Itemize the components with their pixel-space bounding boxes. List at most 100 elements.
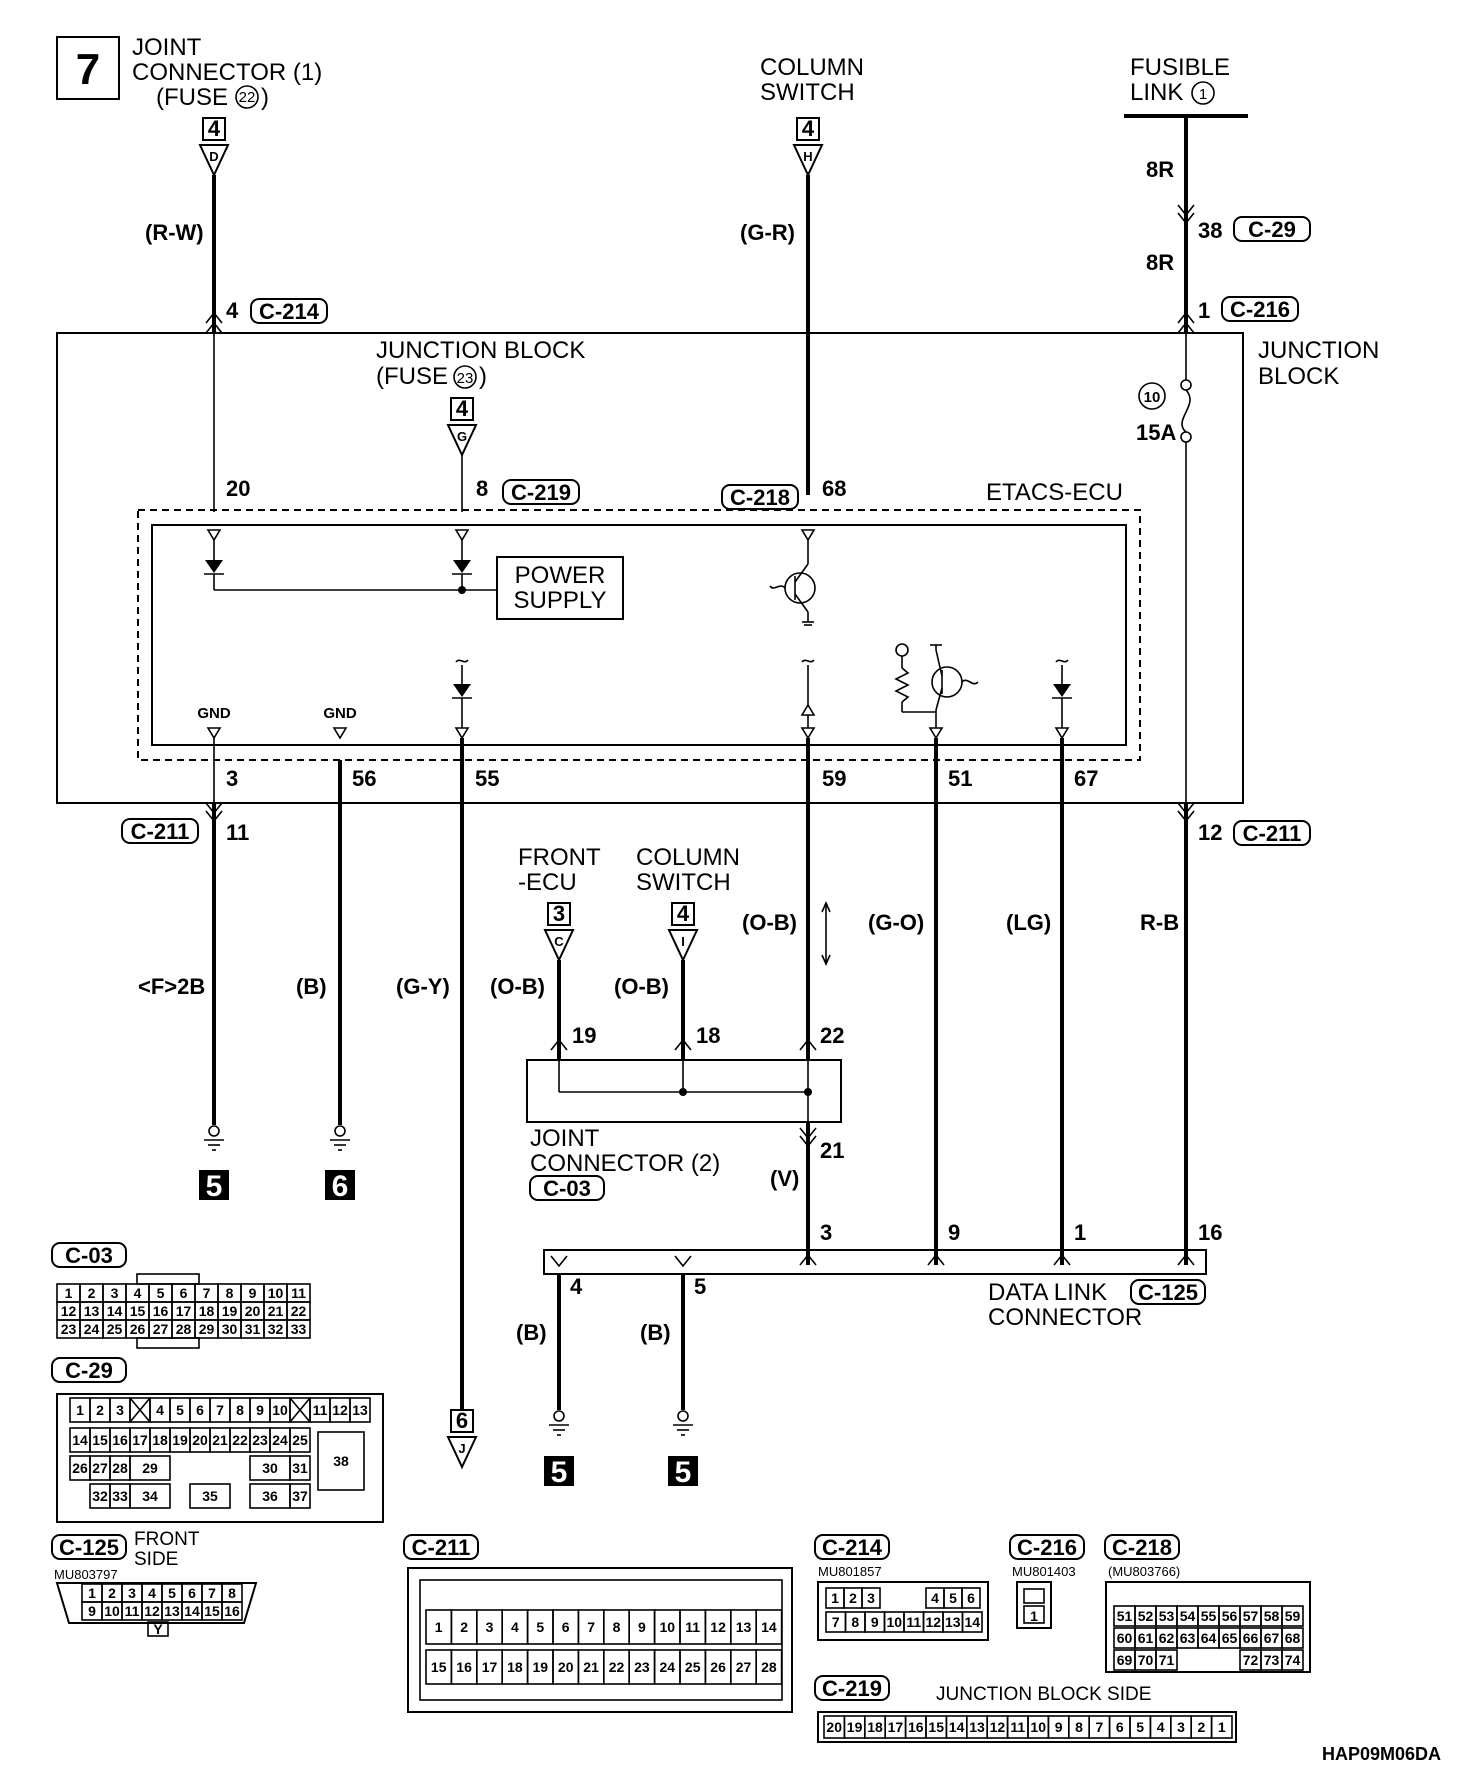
svg-text:(LG): (LG) bbox=[1006, 910, 1051, 935]
pin-number: 3 bbox=[128, 1585, 136, 1601]
svg-text:16: 16 bbox=[1198, 1220, 1222, 1245]
svg-text:5: 5 bbox=[206, 1170, 223, 1203]
pin-number: 17 bbox=[888, 1719, 904, 1735]
svg-text:MU801857: MU801857 bbox=[818, 1564, 882, 1579]
pin-number: 6 bbox=[180, 1285, 188, 1301]
wire-gy: (G-Y) bbox=[396, 738, 464, 1410]
pin-number: 5 bbox=[176, 1402, 184, 1418]
svg-text:D: D bbox=[209, 149, 218, 164]
pin-cell bbox=[189, 1483, 231, 1509]
page-number: 7 bbox=[76, 45, 100, 94]
pin-cell bbox=[1281, 1605, 1304, 1627]
pin-number: 13 bbox=[736, 1619, 752, 1635]
svg-text:8R: 8R bbox=[1146, 157, 1174, 182]
wire-b-56: (B) bbox=[296, 760, 342, 1125]
svg-text:J: J bbox=[458, 1441, 465, 1456]
pin-number: 71 bbox=[1159, 1652, 1175, 1668]
transistor-icon bbox=[769, 540, 816, 626]
svg-text:(O-B): (O-B) bbox=[742, 910, 797, 935]
svg-text:C-125: C-125 bbox=[1138, 1280, 1198, 1305]
pin-number: 1 bbox=[1218, 1719, 1226, 1735]
pin-number: 28 bbox=[176, 1321, 192, 1337]
pin-number: 14 bbox=[761, 1619, 777, 1635]
pin-number: 15 bbox=[431, 1659, 447, 1675]
pin-number: 7 bbox=[216, 1402, 224, 1418]
svg-text:(G-O): (G-O) bbox=[868, 910, 924, 935]
pin-number: 25 bbox=[685, 1659, 701, 1675]
svg-text:23: 23 bbox=[457, 370, 474, 387]
svg-text:JUNCTION BLOCK: JUNCTION BLOCK bbox=[376, 337, 585, 364]
svg-text:BLOCK: BLOCK bbox=[1258, 363, 1339, 390]
pin-number: 16 bbox=[112, 1432, 128, 1448]
pin-number: 27 bbox=[153, 1321, 169, 1337]
blank-pin bbox=[129, 1397, 151, 1423]
data-link-connector: 3 9 1 16 4 5 DATA LINK CONNECTOR C-125 bbox=[543, 1220, 1222, 1331]
pin-number: 8 bbox=[851, 1614, 859, 1630]
svg-text:9: 9 bbox=[948, 1220, 960, 1245]
pin-number: 7 bbox=[203, 1285, 211, 1301]
fuse-10: 10 15A bbox=[1136, 333, 1192, 803]
svg-text:SIDE: SIDE bbox=[134, 1549, 178, 1570]
pin-4-c214: 4 C-214 bbox=[205, 298, 328, 334]
front-ecu-label: FRONT -ECU 3 C bbox=[518, 844, 601, 963]
pin-number: 9 bbox=[256, 1402, 264, 1418]
svg-text:<F>2B: <F>2B bbox=[138, 974, 205, 999]
svg-text:6: 6 bbox=[456, 1408, 468, 1433]
pin-number: 6 bbox=[1116, 1719, 1124, 1735]
pin-number: 14 bbox=[184, 1603, 200, 1619]
pin-number: 68 bbox=[1285, 1630, 1301, 1646]
pin-number: 72 bbox=[1243, 1652, 1259, 1668]
pin-number: 56 bbox=[1222, 1608, 1238, 1624]
svg-text:C-218: C-218 bbox=[1112, 1535, 1172, 1560]
pin-number: 11 bbox=[1010, 1719, 1025, 1735]
pin-number: 3 bbox=[111, 1285, 119, 1301]
svg-text:FUSIBLE: FUSIBLE bbox=[1130, 54, 1230, 81]
svg-text:JOINT: JOINT bbox=[132, 34, 202, 61]
junction-block-title: JUNCTION BLOCK (FUSE 23 ) bbox=[376, 337, 585, 390]
pin-number: 18 bbox=[199, 1303, 215, 1319]
pin-cell bbox=[147, 1621, 169, 1637]
etacs-ecu-dashed-box bbox=[137, 509, 1141, 761]
pin-number: 21 bbox=[268, 1303, 284, 1319]
pin-number: 12 bbox=[332, 1402, 348, 1418]
svg-text:67: 67 bbox=[1074, 766, 1098, 791]
pin-number: 30 bbox=[222, 1321, 238, 1337]
svg-text:19: 19 bbox=[572, 1023, 596, 1048]
pin-number: 15 bbox=[130, 1303, 146, 1319]
column-switch-2-label: COLUMN SWITCH 4 I bbox=[636, 844, 740, 963]
pin-number: 74 bbox=[1285, 1652, 1301, 1668]
pin-number: 58 bbox=[1264, 1608, 1280, 1624]
pin-number: 3 bbox=[116, 1402, 124, 1418]
pin-number: 22 bbox=[232, 1432, 248, 1448]
svg-text:56: 56 bbox=[352, 766, 376, 791]
pin-number: 18 bbox=[867, 1719, 883, 1735]
svg-text:JUNCTION BLOCK SIDE: JUNCTION BLOCK SIDE bbox=[936, 1684, 1151, 1705]
svg-text:68: 68 bbox=[822, 476, 846, 501]
column-switch-label: COLUMN SWITCH bbox=[760, 54, 864, 106]
pin-number: 8 bbox=[226, 1285, 234, 1301]
pin-number: 6 bbox=[188, 1585, 196, 1601]
svg-text:C-219: C-219 bbox=[511, 480, 571, 505]
pin-number: 2 bbox=[96, 1402, 104, 1418]
pin-cell bbox=[961, 1587, 981, 1609]
svg-text:C-219: C-219 bbox=[822, 1676, 882, 1701]
pin-number: 1 bbox=[65, 1285, 73, 1301]
pin-number: 30 bbox=[262, 1460, 278, 1476]
pin-number: 19 bbox=[533, 1659, 549, 1675]
pin-number: 17 bbox=[482, 1659, 498, 1675]
svg-text:4: 4 bbox=[677, 901, 690, 926]
pin-cell bbox=[1210, 1715, 1233, 1739]
wire-v: 21 (V) bbox=[770, 1122, 844, 1265]
svg-text:38: 38 bbox=[1198, 218, 1222, 243]
pin-number: 52 bbox=[1138, 1608, 1154, 1624]
pin-number: 11 bbox=[125, 1603, 140, 1619]
svg-text:(B): (B) bbox=[296, 974, 327, 999]
svg-text:3: 3 bbox=[820, 1220, 832, 1245]
pin-cell bbox=[289, 1455, 311, 1481]
pin-number: 4 bbox=[156, 1402, 164, 1418]
svg-text:R-B: R-B bbox=[1140, 910, 1179, 935]
svg-text:(G-R): (G-R) bbox=[740, 220, 795, 245]
